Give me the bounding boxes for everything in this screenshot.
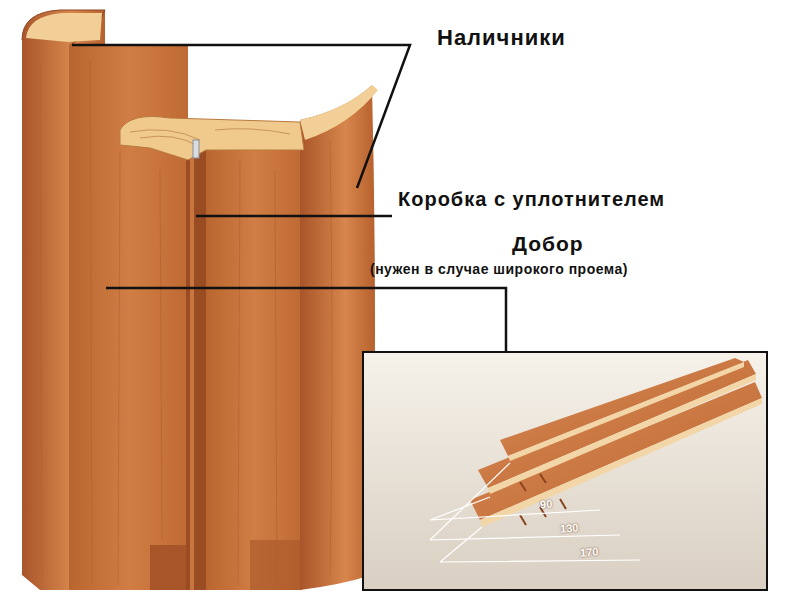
dimension-value: 90	[540, 498, 553, 511]
part-label: Наличники	[437, 26, 566, 50]
part-note: (нужен в случае широкого проема)	[370, 262, 628, 277]
dimension-value: 170	[580, 545, 599, 558]
dimension-value: 130	[560, 521, 579, 534]
part-label: Добор	[512, 232, 584, 255]
part-label: Коробка с уплотнителем	[398, 188, 665, 210]
